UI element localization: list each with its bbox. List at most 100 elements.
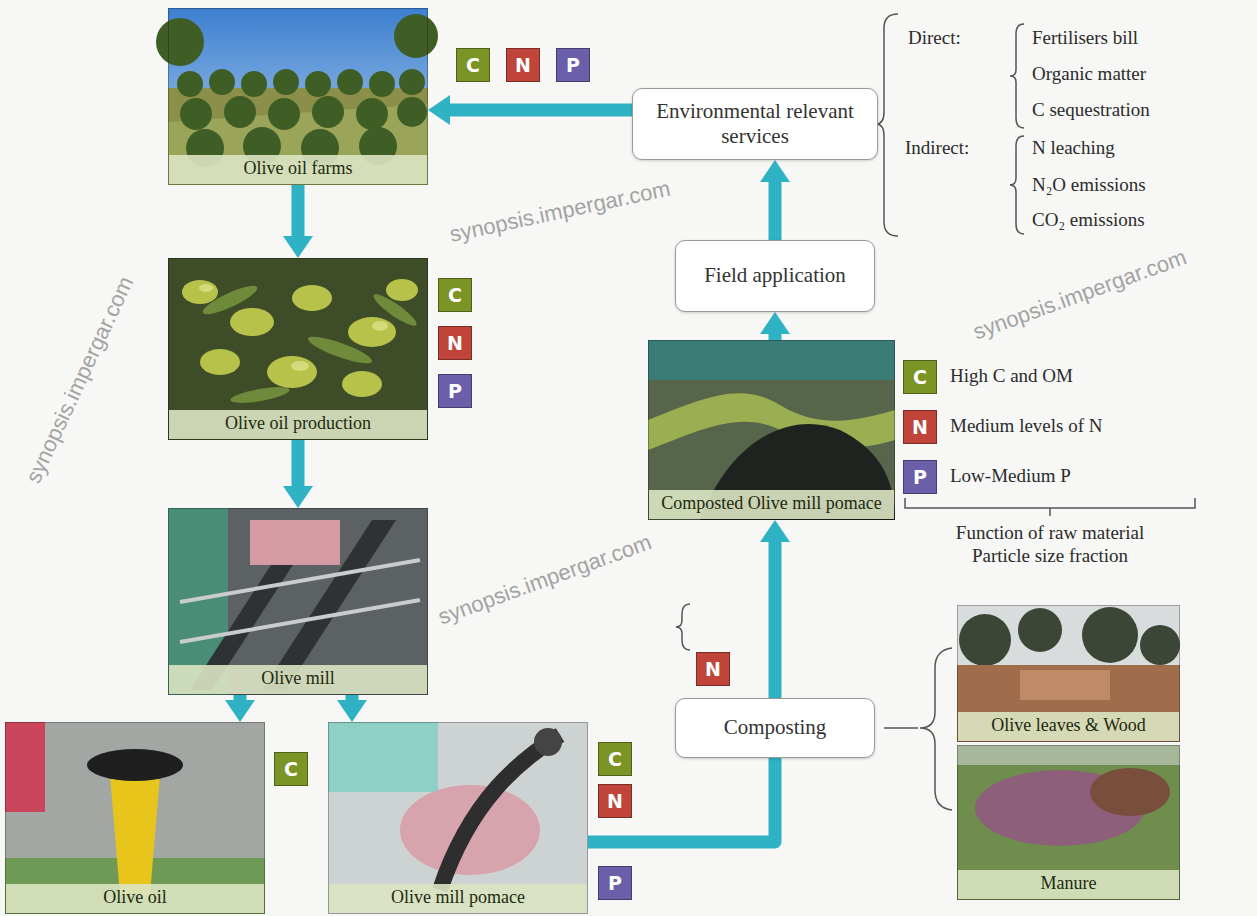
farm-photo xyxy=(305,71,331,97)
photo-panel: Olive mill xyxy=(168,508,428,695)
photo-caption: Olive oil xyxy=(6,884,264,913)
leaves-wood-photo xyxy=(1082,607,1138,663)
farm-photo xyxy=(224,96,256,128)
arrow-head xyxy=(337,700,367,722)
arrow-head xyxy=(428,95,450,125)
bracket xyxy=(884,648,952,810)
box-text: Field application xyxy=(704,263,846,288)
farm-photo xyxy=(156,18,204,66)
bracket xyxy=(1010,136,1024,234)
nutrient-badge: C xyxy=(598,742,632,776)
farm-photo xyxy=(337,69,363,95)
nutrient-badge: C xyxy=(438,278,472,312)
badge-letter: N xyxy=(447,332,463,354)
production-photo xyxy=(199,284,213,292)
badge-letter: N xyxy=(515,54,531,76)
leaves-wood-photo xyxy=(959,607,1180,666)
photo-panel: Olive oil farms xyxy=(168,8,428,185)
photo-panel: Olive leaves & Wood xyxy=(957,605,1180,742)
flow-arrow xyxy=(428,95,632,125)
box-text: Environmental relevant services xyxy=(643,99,867,149)
watermark: synopsis.impergar.com xyxy=(20,272,139,487)
production-photo xyxy=(386,279,418,301)
nutrient-badge: N xyxy=(506,48,540,82)
nutrient-badge: N xyxy=(598,784,632,818)
production-photo xyxy=(291,361,309,371)
annotation-text: C sequestration xyxy=(1032,99,1150,122)
farm-photo xyxy=(180,98,212,130)
process-box: Environmental relevant services xyxy=(632,88,878,160)
mill-photo xyxy=(168,508,428,695)
annotation-text: Organic matter xyxy=(1032,63,1146,86)
annotation-text: Direct: xyxy=(908,27,961,50)
badge-letter: P xyxy=(448,380,462,402)
photo-caption: Olive oil production xyxy=(169,410,427,439)
bracket xyxy=(676,604,690,650)
farm-photo xyxy=(399,69,425,95)
nutrient-badge: C xyxy=(274,752,308,786)
leaves-wood-photo xyxy=(1140,625,1180,665)
nutrient-badge: N xyxy=(903,410,937,444)
pomace-photo xyxy=(328,722,588,914)
production-photo xyxy=(168,258,428,440)
production-photo xyxy=(168,258,428,440)
badge-letter: P xyxy=(608,872,622,894)
annotation-text: Medium levels of N xyxy=(950,415,1103,438)
flow-arrow xyxy=(760,312,790,340)
production-photo xyxy=(200,281,420,406)
annotation-text: High C and OM xyxy=(950,365,1073,388)
nutrient-badge: P xyxy=(903,460,937,494)
leaves-wood-photo xyxy=(957,605,1180,742)
farm-photo xyxy=(241,71,267,97)
flow-arrow xyxy=(760,520,790,698)
olive-oil-photo xyxy=(5,722,45,812)
flow-arrow xyxy=(337,695,367,722)
nutrient-badge: N xyxy=(696,652,730,686)
arrow-head xyxy=(283,486,313,508)
bracket xyxy=(905,498,1195,516)
badge-letter: P xyxy=(566,54,580,76)
farm-photo xyxy=(156,14,438,167)
flow-arrow xyxy=(225,695,255,722)
flow-arrow xyxy=(283,185,313,258)
annotation-text: Fertilisers bill xyxy=(1032,27,1138,50)
leaves-wood-photo xyxy=(957,605,1180,742)
arrow-head xyxy=(225,700,255,722)
annotation-text: Function of raw material Particle size f… xyxy=(930,522,1170,568)
production-photo xyxy=(292,285,332,311)
production-photo xyxy=(182,280,218,304)
production-photo xyxy=(200,349,240,375)
pomace-photo xyxy=(534,728,562,756)
production-photo xyxy=(229,384,290,406)
farm-photo xyxy=(168,88,428,185)
farm-photo xyxy=(273,69,299,95)
badge-letter: N xyxy=(912,416,928,438)
manure-photo xyxy=(957,745,1180,900)
compost-photo xyxy=(648,340,895,520)
olive-oil-photo xyxy=(87,749,183,781)
manure-photo xyxy=(1090,768,1170,816)
farm-photo xyxy=(177,71,203,97)
badge-letter: C xyxy=(448,284,462,306)
flow-arrow xyxy=(760,160,790,240)
farm-photo xyxy=(356,98,388,130)
annotation-text: N leaching xyxy=(1032,137,1115,160)
production-photo xyxy=(199,284,388,371)
mill-photo xyxy=(168,508,428,695)
nutrient-badge: P xyxy=(556,48,590,82)
farm-photo xyxy=(312,96,344,128)
manure-photo xyxy=(957,745,1180,900)
flow-arrow xyxy=(283,440,313,508)
arrow-head xyxy=(760,520,790,542)
flow-line xyxy=(292,185,305,238)
annotation-text: Indirect: xyxy=(905,137,969,160)
photo-panel: Manure xyxy=(957,745,1180,900)
nutrient-badge: C xyxy=(456,48,490,82)
arrow-head xyxy=(760,160,790,182)
photo-panel: Olive oil xyxy=(5,722,265,914)
badge-letter: C xyxy=(284,758,298,780)
bracket xyxy=(876,14,898,236)
pomace-photo xyxy=(328,722,588,914)
leaves-wood-photo xyxy=(1018,608,1062,652)
